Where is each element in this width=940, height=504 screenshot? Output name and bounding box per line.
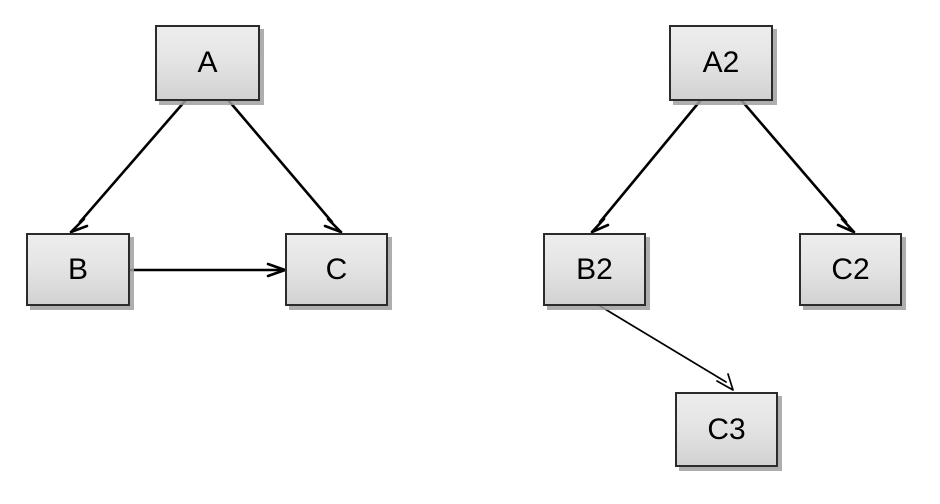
edge-a-to-c — [227, 99, 343, 234]
node-c3[interactable]: C3 — [675, 392, 778, 467]
node-a2[interactable]: A2 — [669, 25, 773, 101]
node-a2-label: A2 — [702, 46, 740, 79]
node-c2[interactable]: C2 — [799, 233, 902, 306]
node-c[interactable]: C — [285, 233, 388, 306]
node-b2-label: B2 — [576, 252, 613, 286]
edge-b2-to-c3 — [599, 305, 734, 391]
edge-a2-to-b2 — [590, 99, 702, 234]
node-b2[interactable]: B2 — [543, 233, 646, 306]
edge-a-to-b — [69, 99, 187, 234]
edge-a2-to-c2 — [740, 99, 856, 234]
node-c-label: C — [325, 252, 348, 286]
node-c2-label: C2 — [831, 252, 870, 286]
node-b[interactable]: B — [26, 233, 130, 306]
node-a-label: A — [197, 46, 218, 79]
node-b-label: B — [67, 252, 88, 286]
node-c3-label: C3 — [707, 412, 746, 446]
edge-b-to-c — [130, 262, 287, 278]
node-a[interactable]: A — [155, 25, 260, 101]
